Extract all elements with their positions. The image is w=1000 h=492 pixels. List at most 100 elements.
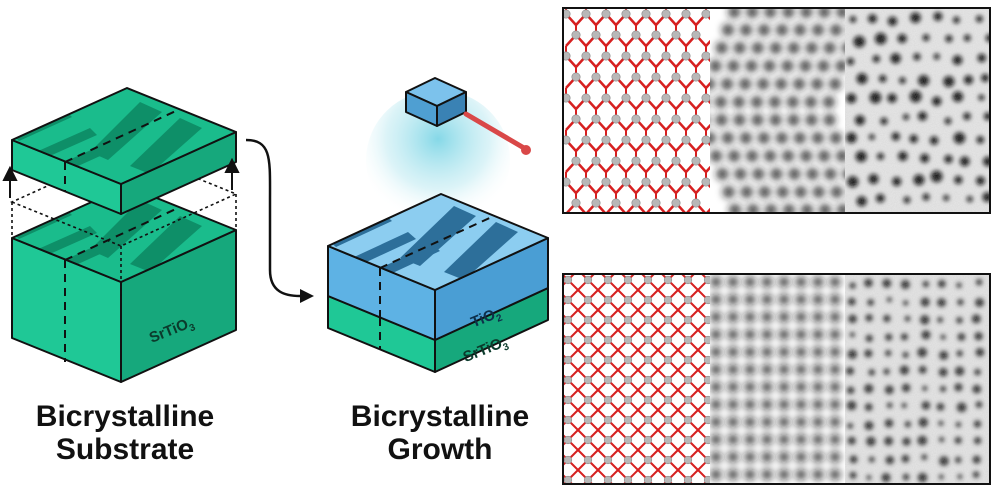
- ti-atom: [583, 275, 593, 285]
- sim-spot: [745, 312, 755, 322]
- sim-spot: [762, 312, 772, 322]
- ti-atom: [631, 198, 641, 208]
- ti-atom: [601, 177, 611, 187]
- sim-spot: [779, 399, 789, 410]
- sim-spot: [817, 60, 829, 72]
- ti-atom: [563, 295, 573, 305]
- sim-spot: [723, 186, 735, 198]
- sim-spot: [813, 347, 823, 357]
- sim-spot: [765, 204, 777, 213]
- sim-spot: [776, 132, 788, 144]
- sim-spot: [745, 382, 755, 392]
- sim-spot: [715, 96, 727, 108]
- ti-atom: [641, 9, 651, 19]
- sim-spot: [722, 24, 734, 36]
- ti-atom: [603, 315, 613, 325]
- ti-atom: [603, 375, 613, 385]
- ti-atom: [641, 135, 651, 145]
- ti-atom: [563, 475, 573, 484]
- sim-spot: [752, 114, 763, 126]
- sim-spot: [801, 204, 813, 213]
- sim-spot: [740, 24, 752, 36]
- ti-atom: [671, 198, 681, 208]
- sim-spot: [806, 168, 818, 180]
- ti-atom: [563, 275, 573, 285]
- sim-spot: [745, 294, 755, 305]
- ti-atom: [683, 415, 693, 425]
- sim-spot: [830, 347, 840, 357]
- sim-spot: [769, 96, 781, 108]
- microscopy-panel-bottom: [562, 273, 991, 485]
- sim-spot: [722, 132, 734, 144]
- sim-spot: [728, 417, 738, 427]
- sim-spot: [782, 8, 794, 18]
- sim-spot: [813, 329, 823, 340]
- ti-atom: [663, 455, 673, 465]
- sim-spot: [762, 469, 772, 480]
- ti-atom: [571, 72, 581, 82]
- ti-atom: [603, 395, 613, 405]
- ti-atom: [571, 114, 581, 124]
- sim-spot: [794, 24, 806, 36]
- ti-atom: [663, 395, 673, 405]
- sim-spot: [762, 294, 772, 305]
- sim-spot: [711, 312, 721, 322]
- ti-atom: [603, 475, 613, 484]
- sim-spot: [842, 43, 845, 53]
- sim-spot: [751, 96, 763, 108]
- ti-atom: [563, 375, 573, 385]
- sim-spot: [830, 24, 842, 36]
- ti-atom: [591, 30, 601, 40]
- process-arrow: [245, 138, 314, 303]
- ti-atom: [681, 9, 691, 19]
- ti-atom: [651, 156, 661, 166]
- ti-atom: [571, 30, 581, 40]
- ti-atom: [583, 415, 593, 425]
- sim-spot: [830, 469, 840, 480]
- ti-atom: [603, 295, 613, 305]
- sim-spot: [770, 42, 782, 54]
- ti-atom: [701, 93, 710, 103]
- sim-spot: [779, 312, 789, 322]
- ti-atom: [583, 315, 593, 325]
- ti-atom: [681, 135, 691, 145]
- ti-atom: [563, 9, 571, 19]
- sim-spot: [796, 294, 806, 305]
- sim-spot: [711, 294, 721, 305]
- ti-atom: [581, 51, 591, 61]
- ti-atom: [563, 395, 573, 405]
- ti-atom: [643, 295, 653, 305]
- sim-spot: [746, 150, 758, 162]
- substrate-illustration: SrTiO3: [2, 87, 240, 383]
- sim-spot: [739, 78, 751, 90]
- sim-spot: [716, 168, 728, 180]
- sim-spot: [796, 417, 806, 427]
- sim-spot: [762, 417, 772, 427]
- ti-atom: [643, 415, 653, 425]
- ti-atom: [691, 72, 701, 82]
- substrate-lower-block: SrTiO3: [11, 185, 237, 383]
- ti-atom: [611, 156, 621, 166]
- sim-spot: [818, 8, 830, 18]
- sim-spot: [818, 150, 830, 162]
- substrate-upper-stripes: [12, 102, 202, 174]
- sim-spot: [762, 382, 772, 392]
- sim-spot: [812, 24, 824, 36]
- sim-spot: [830, 277, 840, 287]
- sim-spot: [779, 364, 789, 375]
- substrate-caption-line2: Substrate: [55, 433, 195, 466]
- ti-atom: [641, 93, 651, 103]
- ti-atom: [643, 335, 653, 345]
- sim-spot: [729, 204, 741, 213]
- ti-atom: [701, 51, 710, 61]
- ti-atom: [591, 198, 601, 208]
- sim-spot: [752, 42, 764, 54]
- sim-spot: [788, 114, 799, 126]
- ti-atom: [643, 315, 653, 325]
- ti-atom: [671, 156, 681, 166]
- ti-atom: [581, 135, 591, 145]
- ti-atom: [643, 375, 653, 385]
- sim-spot: [836, 8, 845, 18]
- sim-spot: [728, 329, 738, 340]
